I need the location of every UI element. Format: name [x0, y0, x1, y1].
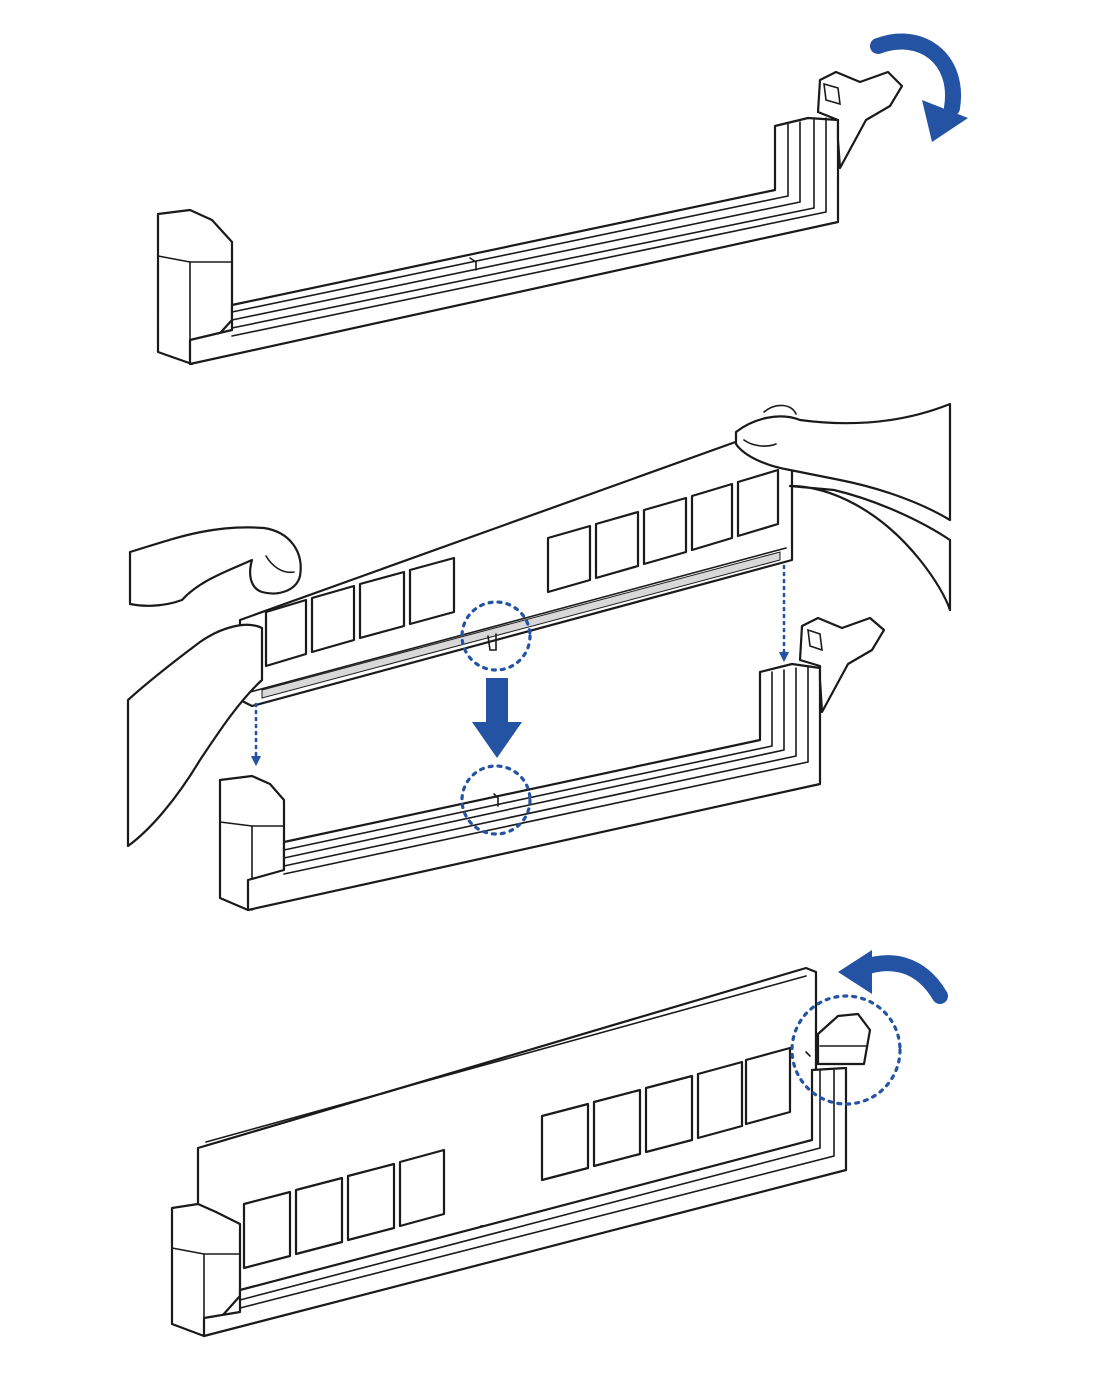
step-3-clip-locked	[170, 950, 948, 1338]
memory-module-installed	[196, 966, 818, 1302]
retention-clip-open	[798, 616, 886, 714]
retention-clip-open	[816, 70, 904, 170]
memory-chips-left	[264, 556, 456, 668]
clip-highlight	[790, 994, 902, 1106]
right-hand	[734, 402, 952, 612]
memory-chips-right	[546, 468, 780, 594]
step-2-insert-module	[126, 402, 952, 912]
memory-chips-right	[540, 1046, 792, 1182]
memory-module	[238, 424, 794, 708]
notch-highlight-slot	[460, 764, 532, 836]
rotate-arrow-icon	[870, 33, 968, 142]
rotate-arrow-icon	[838, 950, 948, 1004]
down-arrow-icon	[472, 678, 522, 758]
notch-highlight-module	[460, 600, 532, 672]
step-1-unlock-clip	[156, 33, 968, 366]
memory-chips-left	[242, 1148, 446, 1270]
retention-clip-closed	[805, 1012, 872, 1066]
left-hand	[126, 526, 302, 848]
dimm-slot	[170, 1066, 848, 1338]
dimm-slot	[156, 116, 840, 366]
dimm-slot	[218, 662, 822, 912]
